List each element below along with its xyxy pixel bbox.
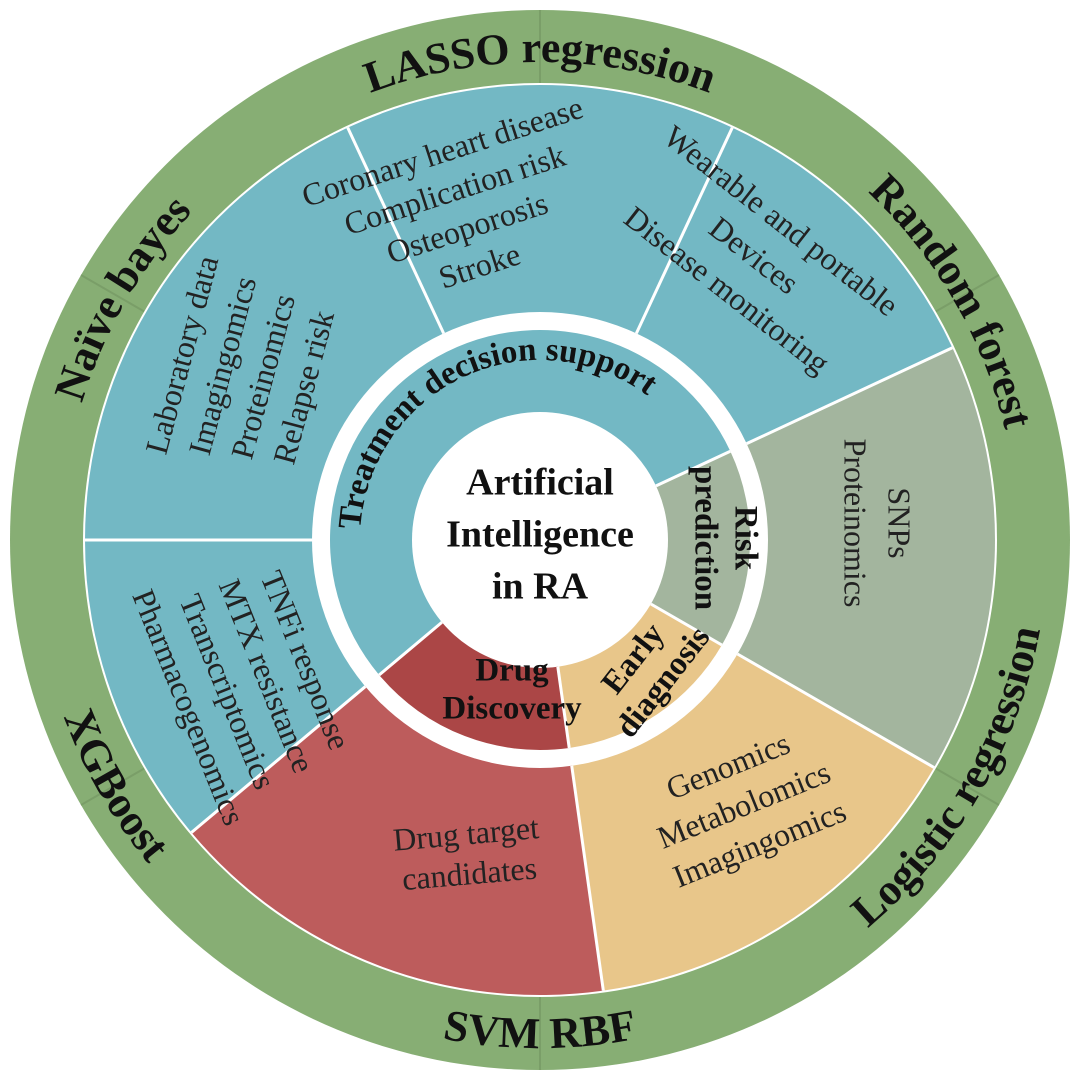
segment-divider — [570, 765, 605, 991]
category-label-drug-line: Drug — [475, 653, 549, 689]
category-label-risk-line: prediction — [687, 466, 723, 610]
method-svm-rbf-path: SVM RBF — [440, 1000, 639, 1058]
outer-ring-divider — [80, 767, 145, 806]
category-divider — [650, 602, 723, 647]
outer-ring-divider — [80, 274, 145, 313]
outer-ring-divider — [935, 767, 1000, 806]
segment-label-risk-line: Proteinomics — [838, 439, 874, 608]
segment-divider — [190, 685, 367, 834]
outer-ring-divider — [935, 274, 1000, 313]
category-divider — [655, 449, 731, 488]
center-title-line: Artificial — [466, 462, 614, 504]
segment-label-risk-line: SNPs — [882, 487, 918, 558]
segment-label-relapse: Laboratory dataImagingomicsProteinomicsR… — [138, 252, 341, 468]
category-label-risk-line: Risk — [727, 506, 763, 571]
segment-divider — [736, 652, 935, 769]
segment-divider — [346, 126, 446, 334]
category-divider — [378, 621, 443, 677]
category-divider — [556, 666, 571, 749]
method-svm-rbf: SVM RBF — [440, 1000, 639, 1058]
category-label-drug-line: Discovery — [442, 691, 582, 727]
segment-divider — [634, 126, 734, 334]
center-hub — [412, 412, 668, 668]
segment-divider — [746, 346, 954, 446]
center-circle — [412, 412, 668, 668]
center-title-line: in RA — [492, 566, 589, 608]
segment-risk — [540, 347, 995, 768]
center-title-line: Intelligence — [446, 514, 634, 556]
